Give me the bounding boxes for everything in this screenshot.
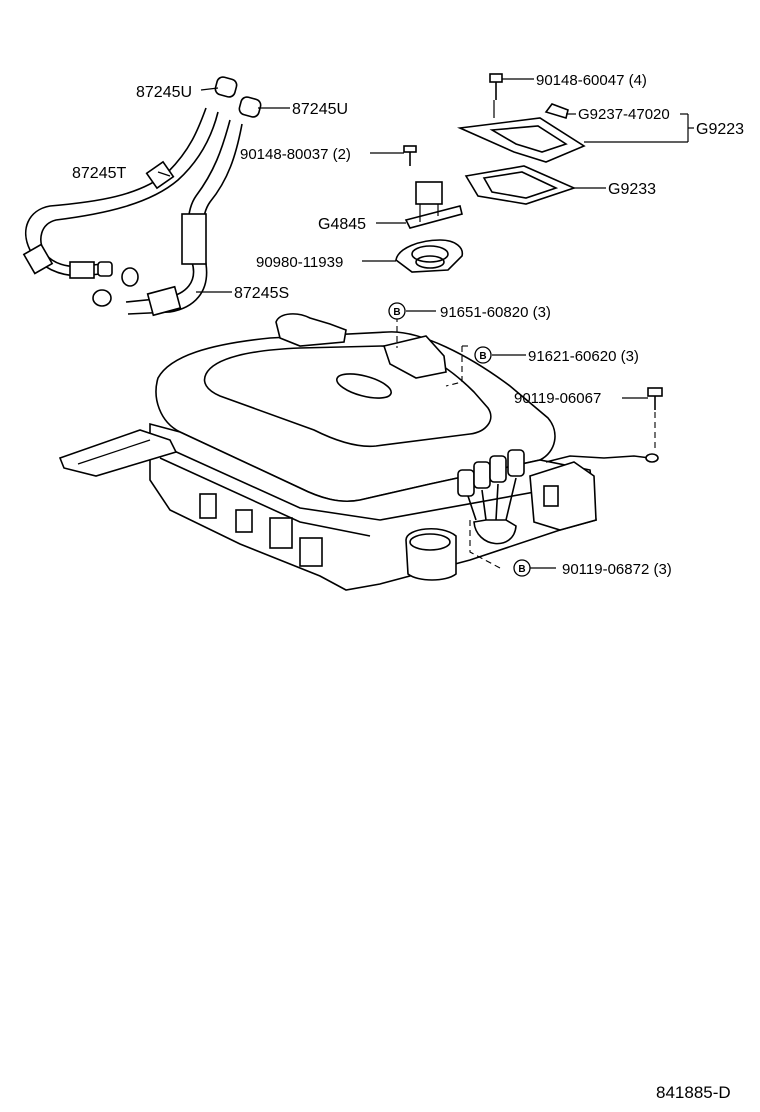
label-87245u-left: 87245U bbox=[136, 84, 192, 101]
cover-plate-g9223-icon bbox=[457, 117, 586, 163]
badge-b-91621: B bbox=[474, 346, 492, 364]
bracket-g4845-icon bbox=[404, 181, 463, 229]
label-g9233: G9233 bbox=[608, 181, 656, 198]
label-g9237-47020: G9237-47020 bbox=[578, 106, 670, 123]
gasket-g9233-icon bbox=[464, 165, 577, 205]
badge-b-91651: B bbox=[388, 302, 406, 320]
label-90980-11939: 90980-11939 bbox=[256, 254, 343, 271]
bolt-90148-80037-icon bbox=[403, 145, 417, 166]
label-g4845: G4845 bbox=[318, 216, 366, 233]
badge-b-90119: B bbox=[513, 559, 531, 577]
label-90148-60047: 90148-60047 (4) bbox=[536, 72, 647, 89]
clip-g9237-47020-icon bbox=[544, 103, 569, 120]
badge-letter: B bbox=[518, 564, 525, 575]
bolt-90119-06067-icon bbox=[647, 387, 663, 410]
badge-letter: B bbox=[479, 351, 486, 362]
inverter-assembly bbox=[58, 313, 659, 591]
hose-assembly bbox=[22, 76, 262, 317]
label-90119-06872: 90119-06872 (3) bbox=[562, 561, 672, 578]
label-87245t: 87245T bbox=[72, 165, 126, 182]
grommet-90980-11939-icon bbox=[395, 239, 464, 273]
connector-cluster bbox=[457, 449, 525, 545]
label-90148-80037: 90148-80037 (2) bbox=[240, 146, 351, 163]
label-87245s: 87245S bbox=[234, 285, 289, 302]
label-91651-60820: 91651-60820 (3) bbox=[440, 304, 551, 321]
diagram-code: 841885-D bbox=[656, 1083, 731, 1102]
label-90119-06067: 90119-06067 bbox=[514, 390, 601, 407]
bolt-90148-60047-icon bbox=[489, 73, 503, 100]
label-g9223: G9223 bbox=[696, 121, 744, 138]
label-91621-60620: 91621-60620 (3) bbox=[528, 348, 639, 365]
badge-letter: B bbox=[393, 307, 400, 318]
label-87245u-right: 87245U bbox=[292, 101, 348, 118]
